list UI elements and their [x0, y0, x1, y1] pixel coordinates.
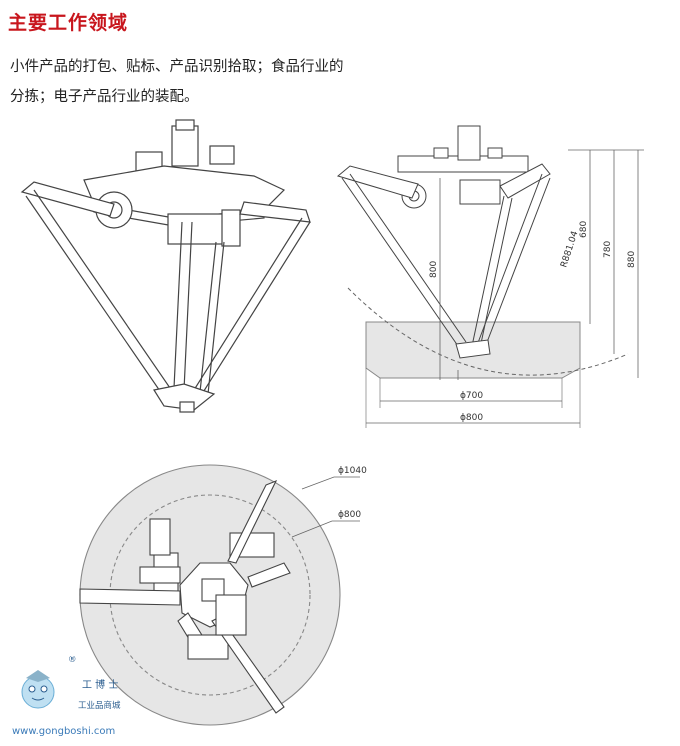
dim-680: 680: [579, 221, 589, 238]
dim-d1040: ϕ1040: [338, 466, 367, 476]
dim-r881: R881.04: [559, 230, 580, 269]
watermark-url: www.gongboshi.com: [12, 726, 115, 737]
robot-isometric-drawing: [14, 118, 334, 423]
robot-top-view-drawing: ϕ1040 ϕ800: [70, 445, 370, 745]
registered-mark: ®: [68, 656, 77, 665]
watermark-brand: 工 博 士: [82, 678, 118, 691]
dim-d700: ϕ700: [460, 391, 483, 401]
section-description: 小件产品的打包、贴标、产品识别拾取；食品行业的 分拣；电子产品行业的装配。: [10, 52, 430, 112]
watermark-logo: ® 工 博 士 工业品商城 www.gongboshi.com: [10, 656, 160, 740]
dim-800-vertical: 800: [429, 261, 439, 278]
watermark-subtitle: 工业品商城: [78, 700, 121, 711]
dim-780: 780: [603, 241, 613, 258]
description-line-1: 小件产品的打包、贴标、产品识别拾取；食品行业的: [10, 59, 344, 75]
robot-side-view-drawing: 800 680 780 880 R881.04 ϕ700 ϕ800: [328, 118, 668, 433]
dim-880: 880: [627, 251, 637, 268]
description-line-2: 分拣；电子产品行业的装配。: [10, 89, 199, 105]
dim-d800: ϕ800: [460, 413, 483, 423]
section-title: 主要工作领域: [8, 12, 129, 34]
dim-d800-top: ϕ800: [338, 510, 361, 520]
